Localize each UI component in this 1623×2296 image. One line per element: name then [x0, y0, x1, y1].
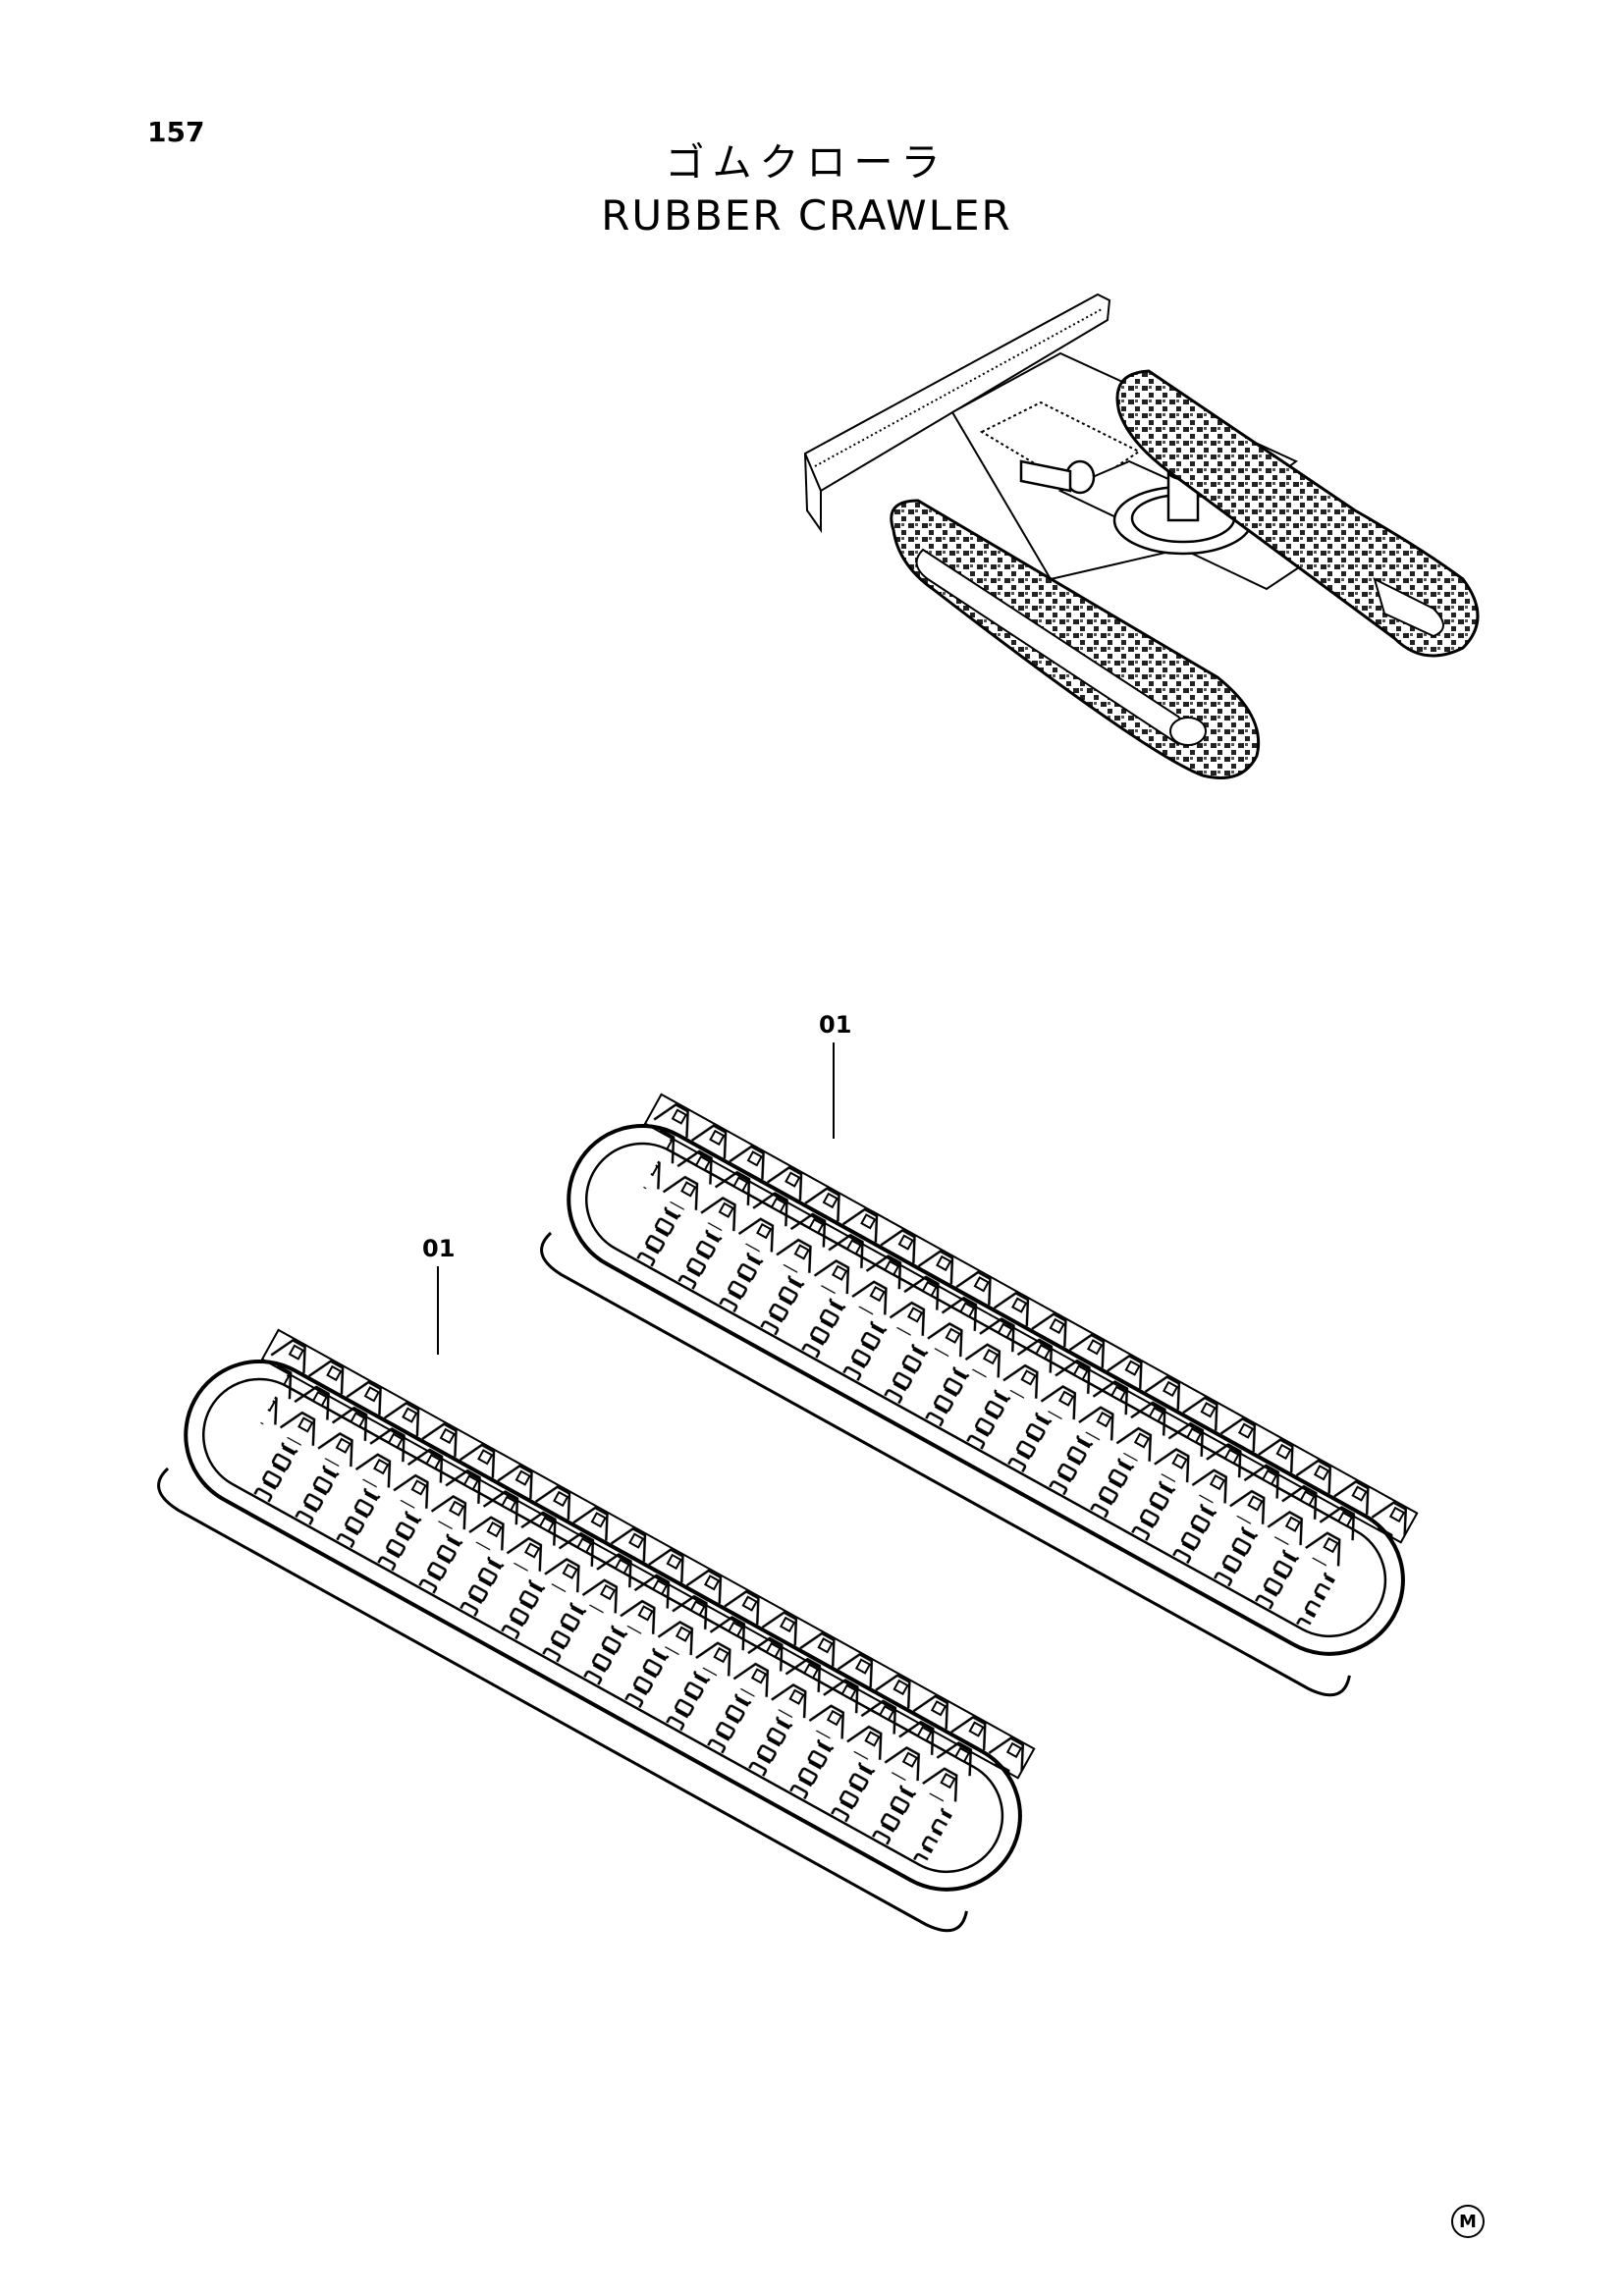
title-english: RUBBER CRAWLER: [601, 191, 1012, 240]
callout-upper-crawler: 01: [819, 1011, 852, 1039]
rubber-crawler-01-lower: [157, 1328, 1036, 1933]
rubber-crawler-01-upper: [540, 1093, 1419, 1697]
title-block: ゴムクローラ RUBBER CRAWLER: [0, 137, 1623, 243]
title-japanese: ゴムクローラ: [665, 140, 948, 186]
dozer-blade: [803, 293, 1111, 534]
center-swivel: [1019, 459, 1254, 556]
front-crawler-overview: [890, 499, 1261, 779]
callout-lower-crawler: 01: [422, 1235, 456, 1262]
rear-crawler-overview: [1115, 369, 1480, 658]
m-mark-symbol: M: [1451, 2205, 1485, 2238]
page-number: 157: [147, 116, 205, 148]
